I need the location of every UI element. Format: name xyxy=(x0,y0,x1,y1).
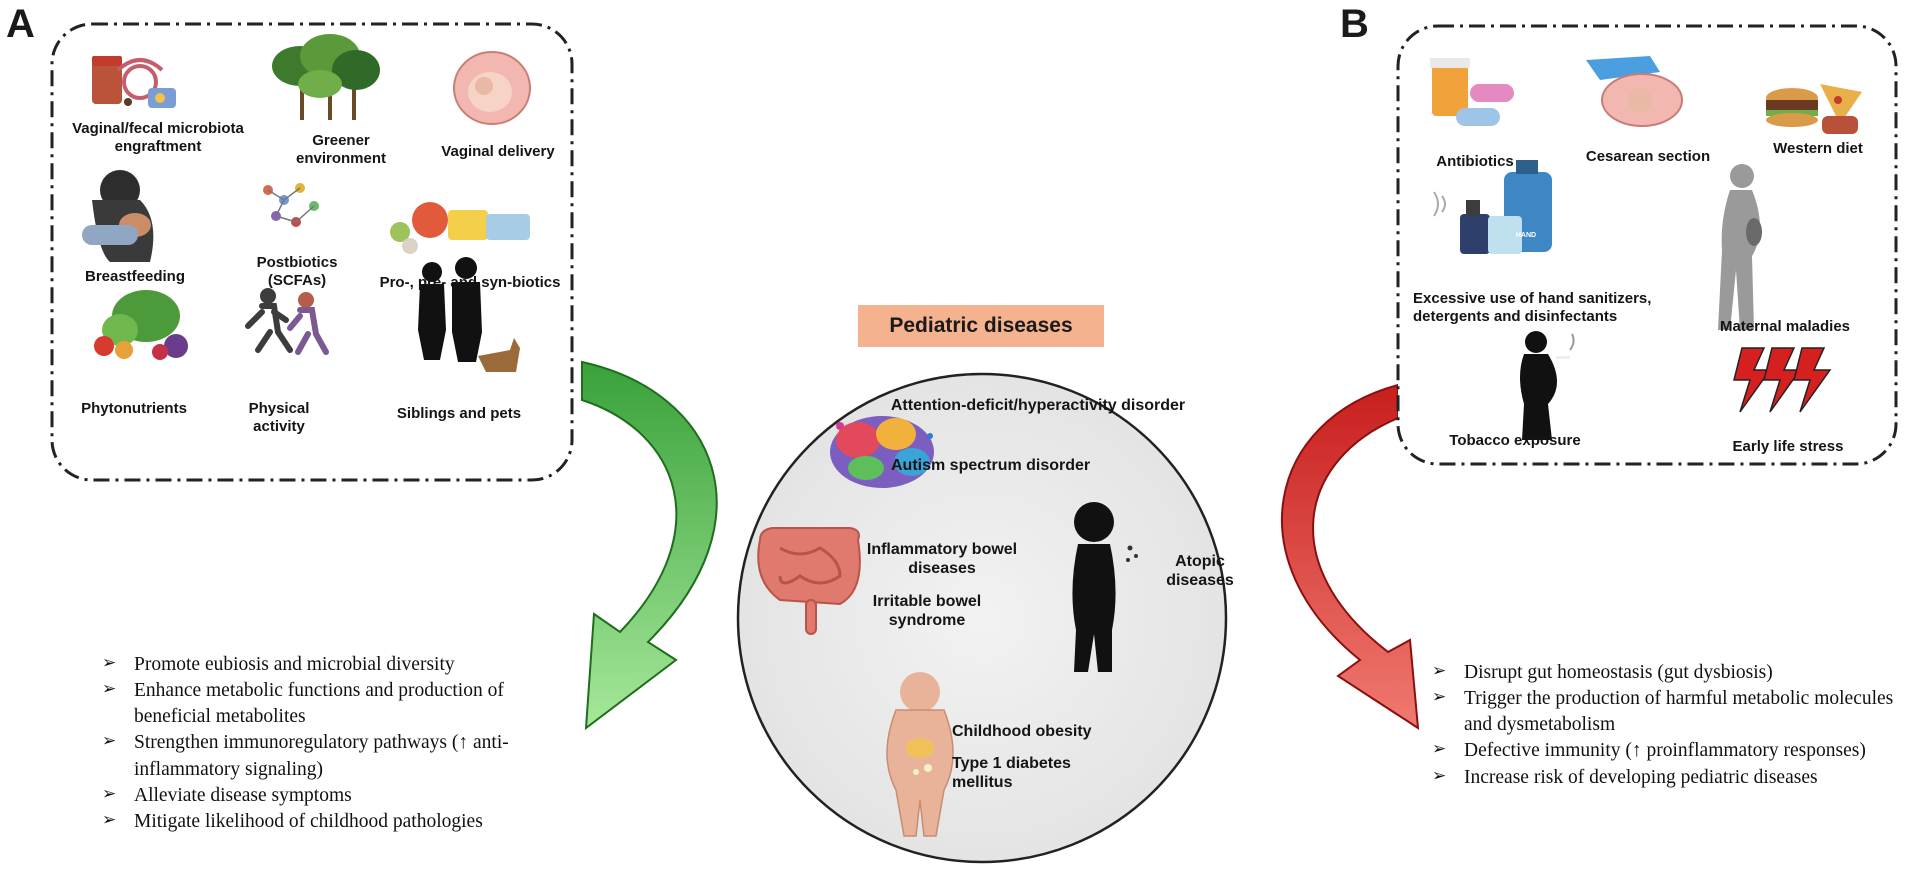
disease-atopic: Atopic diseases xyxy=(1166,553,1234,590)
factor-cesarean-section: Cesarean section xyxy=(1585,148,1711,165)
phytonutrients-vegetables-icon xyxy=(94,290,188,360)
colorful-brain-icon xyxy=(830,416,934,488)
antibiotics-pills-icon xyxy=(1430,58,1514,126)
sanitizer-bottle-text: HAND xyxy=(1515,232,1537,239)
risk-effect-item: Defective immunity (↑ proinflammatory re… xyxy=(1428,738,1904,764)
factor-tobacco-exposure: Tobacco exposure xyxy=(1449,432,1581,449)
trees-icon xyxy=(272,34,380,120)
factor-maternal-maladies: Maternal maladies xyxy=(1719,318,1851,335)
disease-irritable-bowel: Irritable bowel syndrome xyxy=(872,593,982,630)
factor-siblings-and-pets: Siblings and pets xyxy=(396,405,522,422)
risk-effect-item: Increase risk of developing pediatric di… xyxy=(1428,765,1904,791)
postbiotics-molecules-icon xyxy=(263,183,319,227)
disease-childhood-obesity: Childhood obesity xyxy=(952,723,1092,740)
pregnancy-womb-icon xyxy=(453,51,531,125)
center-title: Pediatric diseases xyxy=(858,305,1104,347)
factor-microbiota-engraftment: Vaginal/fecal microbiota engraftment xyxy=(72,120,244,155)
risk-arrow xyxy=(1280,383,1420,730)
cesarean-section-icon xyxy=(1586,56,1683,127)
factor-vaginal-delivery: Vaginal delivery xyxy=(441,143,555,160)
risk-effect-item: Disrupt gut homeostasis (gut dysbiosis) xyxy=(1428,660,1904,686)
protective-effect-item: Mitigate likelihood of childhood patholo… xyxy=(98,809,568,835)
disease-circle xyxy=(736,372,1228,864)
factor-physical-activity: Physical activity xyxy=(248,400,310,435)
panel-label-b: B xyxy=(1340,2,1369,46)
factor-probiotics: Pro-, pre- and syn-biotics xyxy=(379,274,561,291)
protective-effect-item: Enhance metabolic functions and producti… xyxy=(98,678,568,730)
disease-autism: Autism spectrum disorder xyxy=(891,457,1091,474)
disease-type1-diabetes: Type 1 diabetes mellitus xyxy=(952,755,1071,792)
factor-hand-sanitizers: Excessive use of hand sanitizers, deterg… xyxy=(1413,290,1652,325)
factor-postbiotics: Postbiotics (SCFAs) xyxy=(256,254,338,289)
disease-inflammatory-bowel: Inflammatory bowel diseases xyxy=(866,541,1018,578)
factor-greener-environment: Greener environment xyxy=(295,132,386,167)
hand-sanitizer-bottles-icon xyxy=(1433,160,1552,254)
panel-label-a: A xyxy=(6,2,35,46)
protective-arrow xyxy=(581,360,718,731)
protective-effect-item: Alleviate disease symptoms xyxy=(98,783,568,809)
risk-effects-list: Disrupt gut homeostasis (gut dysbiosis) … xyxy=(1428,660,1904,791)
disease-adhd: Attention-deficit/hyperactivity disorder xyxy=(890,397,1186,414)
smoking-pregnant-woman-icon xyxy=(1520,331,1575,440)
lightning-stress-icon xyxy=(1733,347,1832,413)
breastfeeding-icon xyxy=(82,170,154,262)
microbiota-engraftment-icon xyxy=(92,56,176,108)
factor-breastfeeding: Breastfeeding xyxy=(84,268,186,285)
siblings-and-pets-icon xyxy=(418,257,520,372)
protective-effect-item: Promote eubiosis and microbial diversity xyxy=(98,652,568,678)
probiotic-foods-icon xyxy=(390,202,530,254)
obese-child-icon xyxy=(886,672,954,837)
factor-early-life-stress: Early life stress xyxy=(1732,438,1844,455)
protective-factors-box xyxy=(50,22,574,482)
western-diet-food-icon xyxy=(1766,84,1862,134)
factor-western-diet: Western diet xyxy=(1773,140,1863,157)
children-running-icon xyxy=(245,288,329,355)
factor-phytonutrients: Phytonutrients xyxy=(81,400,187,417)
pregnant-silhouette-icon xyxy=(1718,164,1762,330)
risk-effect-item: Trigger the production of harmful metabo… xyxy=(1428,686,1904,738)
coughing-child-icon xyxy=(1072,502,1138,672)
protective-effect-item: Strengthen immunoregulatory pathways (↑ … xyxy=(98,730,568,782)
factor-antibiotics: Antibiotics xyxy=(1436,153,1514,170)
protective-effects-list: Promote eubiosis and microbial diversity… xyxy=(98,652,568,835)
intestines-icon xyxy=(757,527,861,635)
